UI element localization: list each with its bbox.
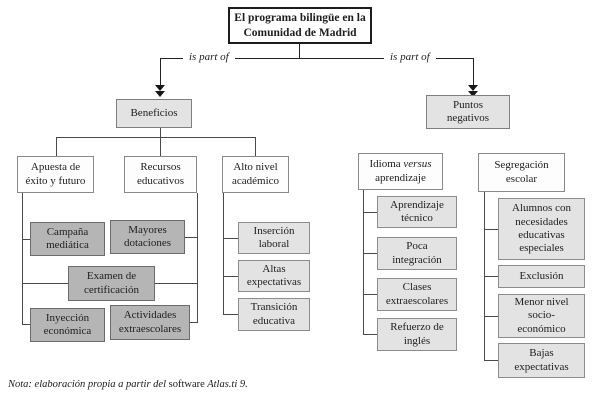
node-label: Bajas expectativas xyxy=(514,347,569,373)
node-label: Alumnos con necesidades educativas espec… xyxy=(512,202,571,255)
node-idioma-versus-aprendizaje: Idioma versus aprendizaje xyxy=(358,153,443,190)
label-part: aprendizaje xyxy=(375,171,426,184)
node-label: Actividades extraescolares xyxy=(118,309,182,335)
node-alumnos-necesidades-especiales: Alumnos con necesidades educativas espec… xyxy=(498,198,585,260)
connector-line xyxy=(56,137,256,138)
connector-line xyxy=(255,137,256,156)
connector-line xyxy=(484,229,498,230)
node-root-title: El programa bilingüe en la Comunidad de … xyxy=(228,7,372,44)
node-apuesta-exito-futuro: Apuesta de éxito y futuro xyxy=(17,156,94,193)
node-label: Menor nivel socio-económico xyxy=(514,295,569,335)
connector-line xyxy=(197,193,198,323)
connector-line xyxy=(160,58,161,85)
connector-line xyxy=(223,238,238,239)
root-title-label: El programa bilingüe en la Comunidad de … xyxy=(234,11,366,39)
connector-line xyxy=(484,360,498,361)
node-label: Beneficios xyxy=(130,106,178,119)
connector-line xyxy=(363,212,377,213)
node-beneficios: Beneficios xyxy=(116,99,192,128)
node-label: Altas expectativas xyxy=(246,262,302,288)
node-campana-mediatica: Campaña mediática xyxy=(30,222,105,256)
edge-label-is-part-of-left: is part of xyxy=(183,50,235,65)
node-mayores-dotaciones: Mayores dotaciones xyxy=(110,220,185,254)
node-transicion-educativa: Transición educativa xyxy=(238,298,310,331)
node-recursos-educativos: Recursos educativos xyxy=(124,156,197,193)
note-text-roman: software xyxy=(168,379,205,390)
note-text: Nota: elaboración propia a partir del xyxy=(8,379,169,390)
edge-label-is-part-of-right: is part of xyxy=(384,50,436,65)
node-label: Aprendizaje técnico xyxy=(390,198,444,224)
node-label: Examen de certificación xyxy=(84,270,139,296)
label-part: Idioma xyxy=(369,158,401,171)
node-aprendizaje-tecnico: Aprendizaje técnico xyxy=(377,196,457,228)
connector-line xyxy=(223,314,238,315)
node-label: Clases extraescolares xyxy=(385,281,449,307)
node-segregacion-escolar: Segregación escolar xyxy=(478,153,565,192)
connector-line xyxy=(223,193,224,314)
connector-line xyxy=(185,237,197,238)
connector-line xyxy=(190,322,197,323)
node-menor-nivel-socioeconomico: Menor nivel socio-económico xyxy=(498,294,585,338)
node-altas-expectativas: Altas expectativas xyxy=(238,260,310,292)
node-label: Refuerzo de inglés xyxy=(390,321,444,347)
note-text: Atlas.ti 9. xyxy=(204,379,248,390)
node-examen-certificacion: Examen de certificación xyxy=(68,266,155,301)
connector-line xyxy=(160,58,473,59)
connector-line xyxy=(223,276,238,277)
connector-line xyxy=(484,316,498,317)
node-exclusion: Exclusión xyxy=(498,265,585,288)
figure-note: Nota: elaboración propia a partir del so… xyxy=(8,379,248,390)
node-puntos-negativos: Puntos negativos xyxy=(426,95,510,129)
connector-line xyxy=(363,294,377,295)
chevron-down-icon xyxy=(155,85,165,91)
chevron-down-icon xyxy=(468,85,478,91)
connector-line xyxy=(363,253,377,254)
node-label: Exclusión xyxy=(519,269,564,282)
node-label: Recursos educativos xyxy=(136,161,185,187)
node-label: Poca integración xyxy=(392,240,442,266)
connector-line xyxy=(299,44,300,58)
node-label: Mayores dotaciones xyxy=(123,223,172,249)
node-inyeccion-economica: Inyección económica xyxy=(30,308,105,342)
connector-line xyxy=(22,239,30,240)
node-label: Inyección económica xyxy=(43,311,92,337)
node-poca-integracion: Poca integración xyxy=(377,237,457,270)
connector-line xyxy=(56,137,57,156)
node-label: Alto nivel académico xyxy=(231,161,280,187)
node-refuerzo-ingles: Refuerzo de inglés xyxy=(377,318,457,351)
node-label: Idioma versus aprendizaje xyxy=(363,158,438,185)
connector-line xyxy=(22,324,30,325)
node-label: Inserción laboral xyxy=(253,224,295,250)
node-alto-nivel-academico: Alto nivel académico xyxy=(222,156,289,193)
node-label: Puntos negativos xyxy=(446,98,490,124)
chevron-down-icon xyxy=(468,91,478,97)
connector-line xyxy=(363,334,377,335)
node-label: Transición educativa xyxy=(250,301,298,327)
connector-line xyxy=(160,128,161,156)
node-clases-extraescolares: Clases extraescolares xyxy=(377,278,457,311)
node-label: Segregación escolar xyxy=(494,159,549,185)
node-insercion-laboral: Inserción laboral xyxy=(238,222,310,254)
connector-line xyxy=(484,276,498,277)
label-part-italic: versus xyxy=(400,158,432,171)
connector-line xyxy=(22,193,23,325)
node-bajas-expectativas: Bajas expectativas xyxy=(498,343,585,378)
connector-line xyxy=(363,190,364,335)
node-label: Apuesta de éxito y futuro xyxy=(25,161,86,187)
node-actividades-extraescolares: Actividades extraescolares xyxy=(110,305,190,340)
connector-line xyxy=(155,283,197,284)
connector-line xyxy=(22,283,68,284)
connector-line xyxy=(473,58,474,85)
node-label: Campaña mediática xyxy=(46,225,89,251)
chevron-down-icon xyxy=(155,91,165,97)
